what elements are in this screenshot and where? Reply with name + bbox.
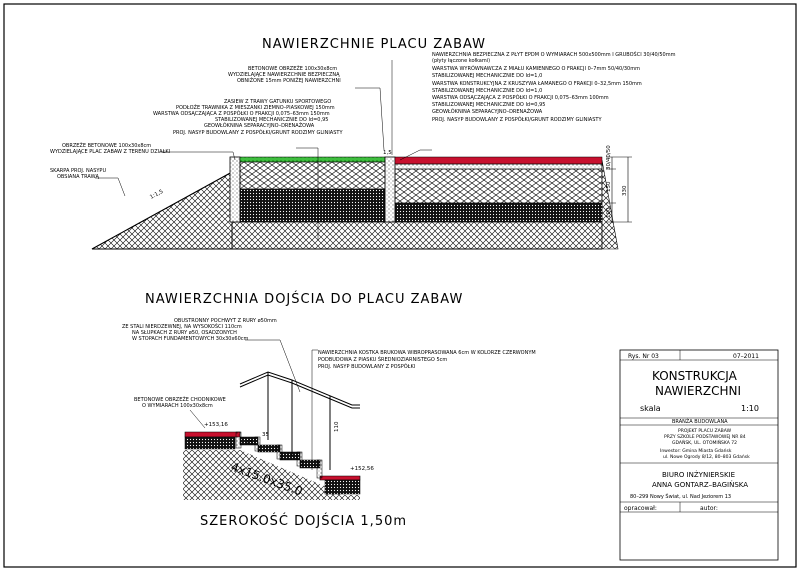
grass-layer (239, 156, 386, 163)
svg-text:OBNIŻONE 15mm PONIŻEJ NAWIERZC: OBNIŻONE 15mm PONIŻEJ NAWIERZCHNI (237, 77, 341, 84)
slope-ratio: 1:1,5 (149, 189, 165, 201)
office-info: BIURO INŻYNIERSKIE ANNA GONTARZ–BAGIŃSKA… (630, 470, 748, 500)
svg-text:O WYMIARACH 100x30x8cm: O WYMIARACH 100x30x8cm (142, 403, 213, 409)
svg-text:PROJ. NASYP BUDOWLANY Z POSPÓŁ: PROJ. NASYP BUDOWLANY Z POSPÓŁKI (318, 363, 415, 370)
dim-330: 330 (622, 185, 628, 196)
title-block (619, 349, 779, 561)
stairs-soil (183, 450, 360, 500)
dim-epdm: 30/40/50 (606, 145, 612, 170)
svg-text:NAWIERZCHNIA KOSTKA BRUKOWA WI: NAWIERZCHNIA KOSTKA BRUKOWA WIBROPRASOWA… (318, 350, 536, 356)
svg-text:W STOPACH FUNDAMENTOWYCH 30x30: W STOPACH FUNDAMENTOWYCH 30x30x60cm (132, 336, 249, 342)
svg-text:BETONOWE OBRZEŻE 100x30x8cm: BETONOWE OBRZEŻE 100x30x8cm (248, 65, 337, 72)
note-epdm-layers: NAWIERZCHNIA BEZPIECZNA Z PŁYT EPDM O WY… (432, 51, 676, 123)
svg-text:WARSTWA ODSĄCZAJĄCA Z POSPÓŁKI: WARSTWA ODSĄCZAJĄCA Z POSPÓŁKI O FRAKCJI… (153, 110, 330, 117)
outer-curb-fill (230, 157, 240, 222)
sheet-border (3, 3, 797, 568)
scale-value: 1:10 (741, 404, 759, 413)
level-top: +153,16 (204, 422, 228, 428)
branch-label: BRANŻA BUDOWLANA (672, 418, 728, 425)
dim-100: 100 (606, 207, 612, 218)
project-info: PROJEKT PLACU ZABAW PRZY SZKOLE PODSTAWO… (660, 428, 750, 460)
svg-text:GDAŃSK, UL. OTOMIŃSKA 72: GDAŃSK, UL. OTOMIŃSKA 72 (672, 439, 737, 446)
author-label: autor: (700, 505, 718, 512)
step-height-dim: 15 (246, 440, 253, 446)
svg-text:NAWIERZCHNIA BEZPIECZNA Z PŁYT: NAWIERZCHNIA BEZPIECZNA Z PŁYT EPDM O WY… (432, 51, 676, 58)
note-edge-outer: OBRZEŻE BETONOWE 100x30x8cm WYDZIELAJĄCE… (50, 142, 170, 155)
note-surface: NAWIERZCHNIA KOSTKA BRUKOWA WIBROPRASOWA… (318, 350, 536, 370)
svg-text:PROJEKT PLACU ZABAW: PROJEKT PLACU ZABAW (678, 428, 732, 434)
svg-text:ul. Nowe Ogrody 8/12, 80–803 G: ul. Nowe Ogrody 8/12, 80–803 Gdańsk (663, 453, 750, 460)
width-note: SZEROKOŚĆ DOJŚCIA 1,50m (200, 513, 407, 529)
dim-150: 150 (606, 181, 612, 192)
note-edge-top: BETONOWE OBRZEŻE 100x30x8cm WYDZIELAJĄCE… (228, 65, 341, 84)
svg-text:WYDZIELAJĄCE NAWIERZCHNIE BEZP: WYDZIELAJĄCE NAWIERZCHNIE BEZPIECZNĄ (228, 72, 340, 78)
svg-text:STABILIZOWANEJ MECHANICZNIE DO: STABILIZOWANEJ MECHANICZNIE DO Id=0,95 (215, 117, 328, 123)
svg-text:SKARPA PROJ. NASYPU: SKARPA PROJ. NASYPU (50, 168, 106, 174)
svg-text:WARSTWA WYRÓWNAWCZA Z MIAŁU KA: WARSTWA WYRÓWNAWCZA Z MIAŁU KAMIENNEGO O… (432, 65, 640, 72)
aggregate-layer (394, 168, 603, 204)
dimension-column: 30/40/50 150 100 330 (606, 145, 632, 223)
main-title: NAWIERZCHNIE PLACU ZABAW (262, 37, 486, 52)
svg-text:ANNA GONTARZ–BAGIŃSKA: ANNA GONTARZ–BAGIŃSKA (652, 480, 748, 489)
svg-text:PODBUDOWA Z PIASKU ŚREDNIOZIAR: PODBUDOWA Z PIASKU ŚREDNIOZIARNISTEGO 5c… (318, 356, 447, 363)
svg-text:ZASIEW Z TRAWY GATUNKU SPORTOW: ZASIEW Z TRAWY GATUNKU SPORTOWEGO (224, 99, 331, 105)
svg-text:BIURO INŻYNIERSKIE: BIURO INŻYNIERSKIE (662, 470, 735, 479)
svg-text:BETONOWE OBRZEŻE CHODNIKOWE: BETONOWE OBRZEŻE CHODNIKOWE (134, 396, 226, 403)
title-line-1: KONSTRUKCJA (652, 369, 738, 383)
rail-height-dim: 110 (334, 421, 340, 432)
note-slope: SKARPA PROJ. NASYPU OBSIANA TRAWĄ (50, 168, 106, 180)
leaders-bottom (189, 339, 318, 470)
sand-gravel-layer (394, 202, 603, 223)
epdm-layer (394, 156, 603, 165)
step-width-dim: 35 (262, 432, 269, 438)
note-curb: BETONOWE OBRZEŻE CHODNIKOWE O WYMIARACH … (134, 396, 226, 409)
railing (239, 371, 360, 470)
drawing-date: 07–2011 (733, 353, 759, 360)
svg-text:PROJ. NASYP BUDOWLANY Z POSPÓŁ: PROJ. NASYP BUDOWLANY Z POSPÓŁKI/GRUNT R… (173, 129, 343, 136)
scale-label: skala (640, 404, 661, 413)
drainage-layer (239, 188, 386, 223)
svg-text:PROJ. NASYP BUDOWLANY Z POSPÓŁ: PROJ. NASYP BUDOWLANY Z POSPÓŁKI/GRUNT R… (432, 116, 602, 123)
note-grass-layers: ZASIEW Z TRAWY GATUNKU SPORTOWEGO PODŁOŻ… (153, 99, 343, 136)
prepared-label: opracował: (624, 505, 657, 512)
slope-line (91, 171, 233, 250)
svg-text:WARSTWA ODSĄCZAJĄCA Z POSPÓŁKI: WARSTWA ODSĄCZAJĄCA Z POSPÓŁKI O FRAKCJI… (432, 94, 609, 101)
level-bottom: +152,56 (350, 466, 374, 472)
leaders-top (95, 60, 432, 240)
svg-text:Inwestor: Gmina Miasta Gdańsk: Inwestor: Gmina Miasta Gdańsk (660, 447, 732, 454)
path-title: NAWIERZCHNIA DOJŚCIA DO PLACU ZABAW (145, 291, 463, 307)
svg-text:GEOWŁÓKNINA SEPARACYJNO–DRENAŻ: GEOWŁÓKNINA SEPARACYJNO–DRENAŻOWA (432, 108, 543, 115)
svg-text:PODŁOŻE TRAWNIKA Z MIESZANKI Z: PODŁOŻE TRAWNIKA Z MIESZANKI ZIEMNO–PIAS… (176, 104, 335, 111)
drawing-number: Rys. Nr 03 (628, 353, 659, 360)
svg-text:80–299 Nowy Świat, ul. Nad Jez: 80–299 Nowy Świat, ul. Nad Jeziorem 13 (630, 493, 731, 500)
bottom-fill (231, 221, 603, 250)
svg-text:OBUSTRONNY POCHWYT Z RURY ø50m: OBUSTRONNY POCHWYT Z RURY ø50mm (174, 318, 277, 324)
svg-text:WARSTWA KONSTRUKCYJNA Z KRUSZY: WARSTWA KONSTRUKCYJNA Z KRUSZYWA ŁAMANEG… (432, 81, 642, 87)
svg-text:STABILIZOWANEJ MECHANICZNIE DO: STABILIZOWANEJ MECHANICZNIE DO Id=0,95 (432, 102, 545, 108)
inner-curb (384, 156, 396, 223)
stairs-profile (184, 431, 361, 495)
leveling-layer (394, 163, 603, 170)
svg-text:OBSIANA TRAWĄ: OBSIANA TRAWĄ (57, 174, 100, 180)
svg-text:PRZY SZKOLE PODSTAWOWEJ NR 84: PRZY SZKOLE PODSTAWOWEJ NR 84 (664, 434, 746, 440)
soil-sand-layer (239, 161, 386, 190)
svg-text:GEOWŁÓKNINA SEPARACYJNO–DRENAŻ: GEOWŁÓKNINA SEPARACYJNO–DRENAŻOWA (204, 122, 315, 129)
title-line-2: NAWIERZCHNI (655, 384, 741, 398)
svg-text:NA SŁUPKACH Z RURY ø50, OSADZO: NA SŁUPKACH Z RURY ø50, OSADZONYCH (132, 330, 237, 336)
right-embankment (601, 159, 619, 250)
curb-height-dim: 1,5 (383, 150, 392, 156)
svg-text:STABILIZOWANEJ MECHANICZNIE DO: STABILIZOWANEJ MECHANICZNIE DO Id=1,0 (432, 73, 542, 79)
svg-text:(płyty łączone kołkami): (płyty łączone kołkami) (432, 58, 490, 64)
svg-text:OBRZEŻE BETONOWE 100x30x8cm: OBRZEŻE BETONOWE 100x30x8cm (62, 142, 151, 149)
svg-text:WYDZIELAJĄCE PLAC ZABAW Z TERE: WYDZIELAJĄCE PLAC ZABAW Z TERENU DZIAŁKI (50, 149, 170, 155)
svg-text:STABILIZOWANEJ MECHANICZNIE DO: STABILIZOWANEJ MECHANICZNIE DO Id=1,0 (432, 88, 542, 94)
svg-text:ZE STALI NIERDZEWNEJ, NA WYSOK: ZE STALI NIERDZEWNEJ, NA WYSOKOŚCI 110cm (122, 323, 242, 330)
note-railing: OBUSTRONNY POCHWYT Z RURY ø50mm ZE STALI… (122, 318, 277, 342)
